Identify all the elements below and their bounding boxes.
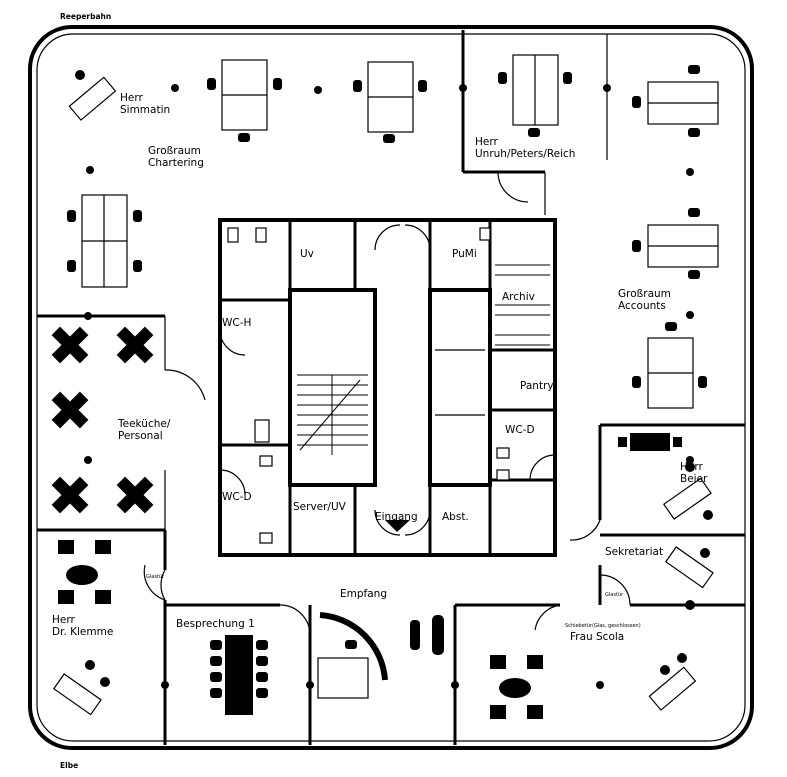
label-abst: Abst. (442, 511, 469, 523)
label-beier-1: Herr (680, 461, 703, 473)
label-unruh-1: Herr (475, 136, 498, 148)
label-simmatin-1: Herr (120, 92, 143, 104)
label-scola: Frau Scola (570, 631, 624, 643)
label-chartering-2: Chartering (148, 157, 204, 169)
label-pantry: Pantry (520, 380, 554, 392)
label-accounts-1: Großraum (618, 288, 671, 300)
label-klemme-2: Dr. Klemme (52, 626, 113, 638)
label-uv: Uv (300, 248, 314, 260)
label-eingang: Eingang (375, 511, 418, 523)
note-right-glass-door: Glastür (605, 592, 624, 598)
label-accounts-2: Accounts (618, 300, 666, 312)
columns (84, 84, 694, 689)
label-wc-h: WC-H (222, 317, 251, 329)
label-teekueche-1: Teeküche/ (117, 418, 171, 430)
label-beier-2: Beier (680, 473, 708, 485)
label-chartering-1: Großraum (148, 145, 201, 157)
label-pumi: PuMi (452, 248, 477, 260)
chairs (67, 65, 713, 687)
reception-counter (319, 612, 388, 681)
building-core (218, 218, 557, 557)
label-teekueche-2: Personal (118, 430, 163, 442)
label-besprechung: Besprechung 1 (176, 618, 255, 630)
street-label-top: Reeperbahn (60, 12, 111, 21)
meeting-furniture (58, 433, 682, 719)
interior-walls (37, 30, 745, 745)
label-server: Server/UV (293, 501, 347, 513)
room-labels: Herr Simmatin Großraum Chartering Herr U… (52, 92, 708, 643)
label-wc-d-left: WC-D (222, 491, 252, 503)
label-wc-d-right: WC-D (505, 424, 535, 436)
label-empfang: Empfang (340, 588, 387, 600)
door-swings (143, 171, 631, 636)
note-left-glass-door: Glastür (146, 574, 165, 580)
label-simmatin-2: Simmatin (120, 104, 170, 116)
kitchen-tables (51, 326, 154, 514)
workstations (52, 54, 719, 716)
label-unruh-2: Unruh/Peters/Reich (475, 148, 575, 160)
note-sliding-door: Schiebetür(Glas, geschlossen) (565, 623, 641, 629)
label-klemme-1: Herr (52, 614, 75, 626)
street-label-bottom: Elbe (60, 761, 78, 770)
label-archiv: Archiv (502, 291, 535, 303)
outer-facade (28, 25, 754, 750)
label-sekretariat: Sekretariat (605, 546, 663, 558)
